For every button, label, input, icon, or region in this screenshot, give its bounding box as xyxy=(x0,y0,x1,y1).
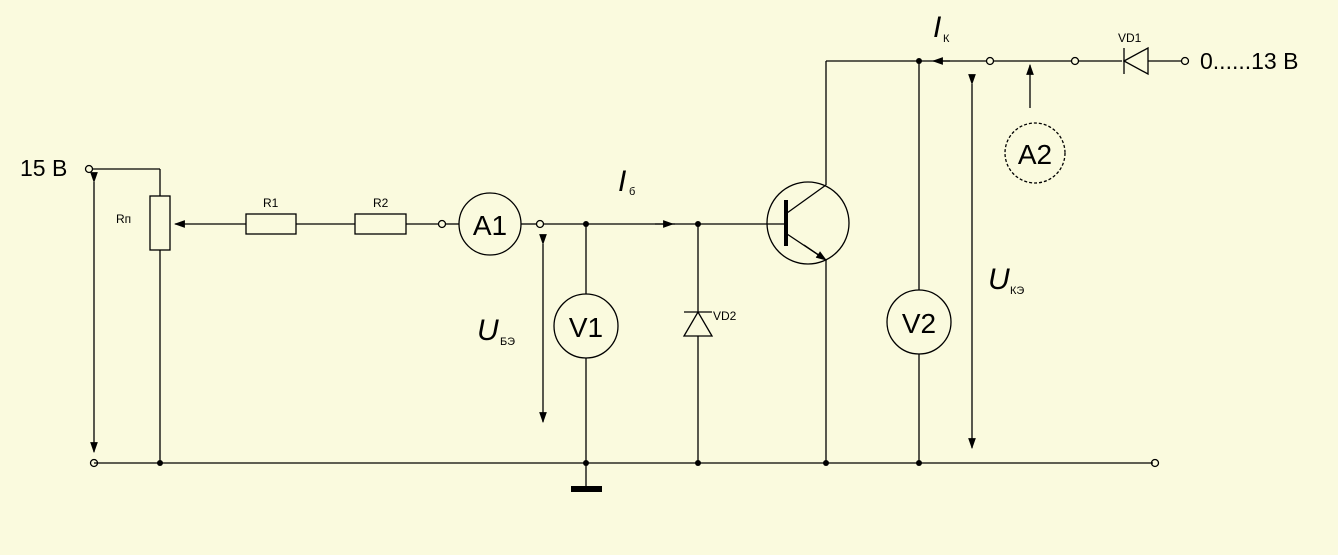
diode-vd2-label: VD2 xyxy=(713,309,737,323)
voltmeter-v2: V2 xyxy=(886,61,952,463)
supply-right-label: 0......13 В xyxy=(1200,48,1298,74)
resistor-r1-label: R1 xyxy=(263,196,279,210)
diode-vd1-label: VD1 xyxy=(1118,31,1142,45)
ammeter-a2: A2 xyxy=(1004,122,1066,184)
ammeter-a1-label: A1 xyxy=(473,210,507,241)
ube-subscript: БЭ xyxy=(500,336,515,348)
voltmeter-v1-label: V1 xyxy=(569,312,603,343)
collector-wire xyxy=(826,56,1122,108)
voltmeter-v1: V1 xyxy=(553,224,619,463)
potentiometer-rp xyxy=(149,169,246,463)
collector-current-symbol: I xyxy=(933,11,941,44)
ube-symbol: U xyxy=(477,314,499,347)
ammeter-a1: A1 xyxy=(446,192,545,256)
supply-15v-label: 15 В xyxy=(20,155,67,181)
resistor-r1 xyxy=(245,213,355,235)
potentiometer-label: Rп xyxy=(116,212,131,226)
base-wire xyxy=(544,220,786,228)
transistor xyxy=(766,61,850,463)
voltmeter-v2-label: V2 xyxy=(902,308,936,339)
ground-rail xyxy=(89,458,1160,468)
base-current-symbol: I xyxy=(618,165,626,198)
uke-subscript: КЭ xyxy=(1010,285,1024,297)
diode-vd2 xyxy=(682,224,714,463)
ammeter-a2-label: A2 xyxy=(1018,139,1052,170)
uke-symbol: U xyxy=(988,263,1010,296)
resistor-r2-label: R2 xyxy=(373,196,389,210)
ground-symbol xyxy=(571,463,602,492)
base-current-subscript: б xyxy=(629,186,635,198)
supply-15v-terminal xyxy=(84,164,160,174)
diode-vd1 xyxy=(1122,46,1190,76)
resistor-r2 xyxy=(354,213,447,235)
collector-current-subscript: К xyxy=(943,33,950,45)
